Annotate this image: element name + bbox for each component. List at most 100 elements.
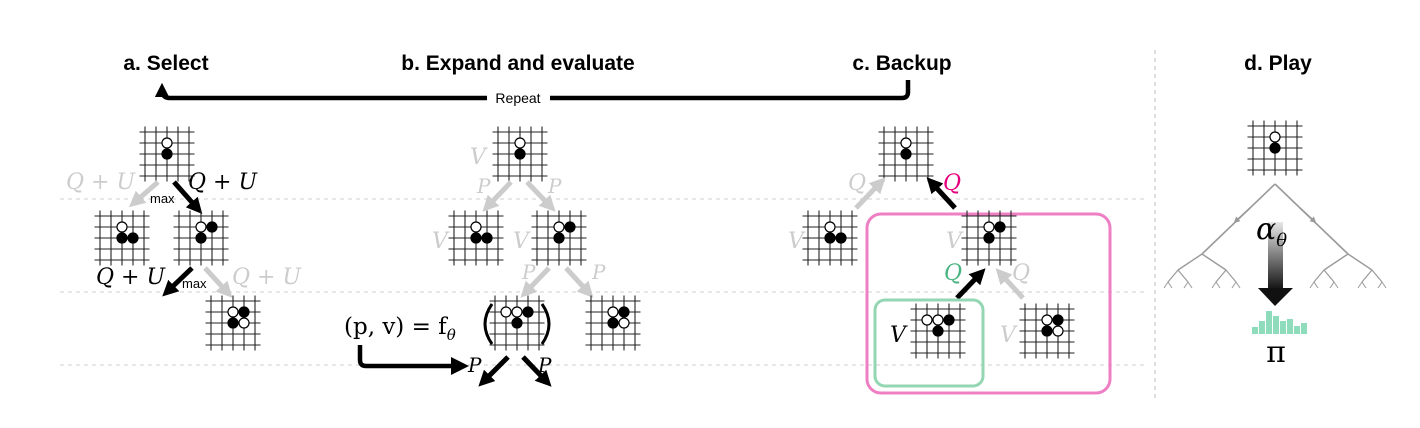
white-stone [238,317,250,329]
search-tree-edge [1329,281,1335,289]
alpha-theta-label: αθ [1256,212,1287,251]
value-label-faded: V [513,229,531,254]
black-stone [994,221,1006,233]
search-tree-edge [1177,269,1189,283]
black-stone [607,317,619,329]
value-label-faded: V [788,229,806,254]
tree-edge [482,180,513,212]
black-stone [553,232,565,244]
white-stone [227,306,239,318]
network-theta: θ [447,326,456,344]
search-tree-edge [1333,281,1339,289]
policy-bar [1266,311,1272,334]
expansion-edge [478,355,510,387]
prior-label-faded: P [476,174,491,198]
search-tree-edge [1377,281,1383,289]
search-tree-edge [1381,281,1387,289]
prior-label: P [537,353,552,377]
paren-right [540,303,551,345]
prior-label-faded: P [521,260,536,284]
black-stone [514,148,526,160]
black-stone [238,306,250,318]
title-expand: b. Expand and evaluate [401,52,634,75]
black-stone [470,232,482,244]
search-tree-edge [1163,281,1169,289]
policy-bar [1273,316,1279,334]
search-tree-edge [1215,269,1227,283]
search-tree-edge [1177,253,1203,271]
white-stone [470,221,482,233]
tree-edge [525,180,556,212]
white-stone [824,221,836,233]
go-board [531,210,587,266]
value-label-faded: V [432,229,450,254]
go-board [802,210,858,266]
score-label-faded: Q + U [232,265,302,290]
black-stone [932,325,944,337]
search-tree-edge [1323,253,1349,271]
repeat-label: Repeat [495,90,540,106]
alpha-gradient-arrow-head [1258,288,1293,306]
go-board [173,210,229,266]
go-board [205,295,261,351]
tree-edge [128,180,160,208]
search-tree-edge [1231,281,1237,289]
leaf-value-box [873,298,985,388]
search-tree-edge [1371,269,1383,283]
white-stone [553,221,565,233]
white-stone [511,306,523,318]
search-tree-edge [1323,269,1335,283]
search-tree-edge [1313,269,1325,283]
q-label-green: Q [944,261,962,286]
tree-edge [203,266,233,298]
white-stone [618,317,630,329]
policy-bar [1294,326,1300,334]
score-label-selected: Q + U [96,265,166,290]
black-stone [1052,314,1064,326]
value-label-faded: V [946,229,964,254]
max-label: max [150,191,175,206]
policy-bar [1287,319,1293,334]
black-stone [618,306,630,318]
tree-edge [564,266,594,298]
white-stone [1052,325,1064,337]
white-stone [195,221,207,233]
black-stone [1269,142,1281,154]
search-tree-edge [1167,281,1173,289]
black-stone [481,232,493,244]
alpha-gradient-arrow-shaft [1268,222,1283,290]
evaluation-arrow [357,345,469,375]
search-tree-edge [1309,281,1315,289]
search-tree-edge [1235,281,1241,289]
go-board [489,295,545,351]
backup-edge [955,268,986,300]
q-label-faded: Q [848,171,866,196]
search-tree-edge [1211,281,1217,289]
selected-edge [162,266,194,297]
backup-panel: Q Q V V Q Q V V [788,126,1112,395]
white-stone [116,221,128,233]
black-stone [983,232,995,244]
black-stone [161,148,173,160]
black-stone [206,221,218,233]
search-tree-edge [1299,207,1317,224]
search-tree-edge [1201,253,1227,271]
white-stone [1041,314,1053,326]
pi-label: π [1266,335,1286,370]
go-board [1019,303,1075,359]
black-stone [824,232,836,244]
white-stone [514,137,526,149]
search-tree-edge [1233,207,1251,224]
white-stone [921,314,933,326]
value-label-faded: V [1000,323,1018,348]
expansion-edge [521,355,552,387]
prior-label-faded: P [591,260,606,284]
tree-edge [995,268,1025,300]
repeat-arrow: Repeat [154,80,911,106]
go-board [910,303,966,359]
white-stone [983,221,995,233]
search-tree-edge [1183,281,1189,289]
black-stone [195,232,207,244]
q-label-updated: Q [943,171,961,196]
search-tree-edge [1167,269,1179,283]
